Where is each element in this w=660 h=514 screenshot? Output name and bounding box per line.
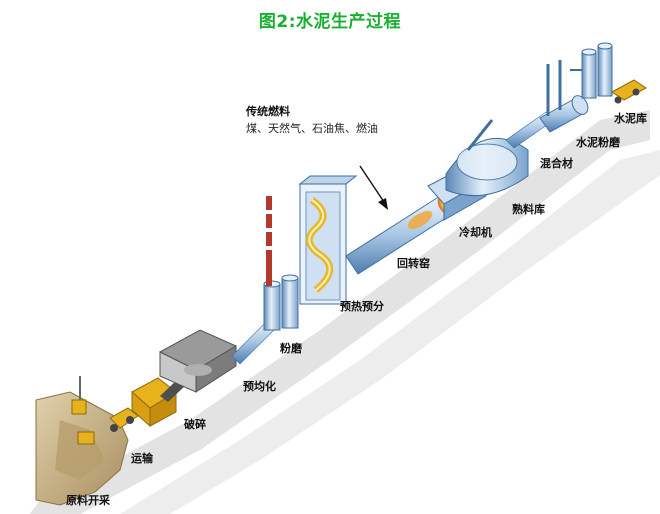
arrow-icon bbox=[359, 165, 388, 210]
preheater-tower bbox=[298, 175, 358, 305]
label-crushing: 破碎 bbox=[184, 418, 206, 431]
label-homogenization: 预均化 bbox=[243, 380, 276, 393]
label-preheating: 预热预分 bbox=[340, 300, 384, 313]
page-title: 图2:水泥生产过程 bbox=[258, 12, 402, 32]
drill-rig bbox=[71, 399, 87, 415]
cement-mill bbox=[539, 60, 589, 133]
ground-shadow bbox=[30, 110, 650, 514]
label-quarry: 原料开采 bbox=[66, 494, 110, 507]
crusher bbox=[131, 377, 177, 428]
label-cement-silo: 水泥库 bbox=[614, 112, 647, 125]
fuel-description: 煤、天然气、石油焦、燃油 bbox=[246, 122, 378, 135]
cement-truck bbox=[611, 79, 647, 104]
homogenization-hall bbox=[158, 329, 238, 393]
chimney bbox=[266, 196, 272, 286]
label-clinker-store: 熟料库 bbox=[512, 203, 545, 216]
transport-truck bbox=[109, 407, 139, 432]
fuel-heading: 传统燃料 bbox=[246, 105, 290, 118]
label-mixing: 混合材 bbox=[540, 157, 573, 170]
clinker-store bbox=[445, 119, 529, 196]
cement-silos bbox=[570, 42, 613, 99]
label-transport: 运输 bbox=[131, 452, 153, 465]
label-cement-grinding: 水泥粉磨 bbox=[576, 136, 620, 149]
loader bbox=[77, 431, 95, 445]
ground-shadow-light bbox=[120, 150, 660, 514]
label-raw-grinding: 粉磨 bbox=[280, 342, 302, 355]
label-cooler: 冷却机 bbox=[459, 226, 492, 239]
label-kiln: 回转窑 bbox=[397, 257, 430, 270]
